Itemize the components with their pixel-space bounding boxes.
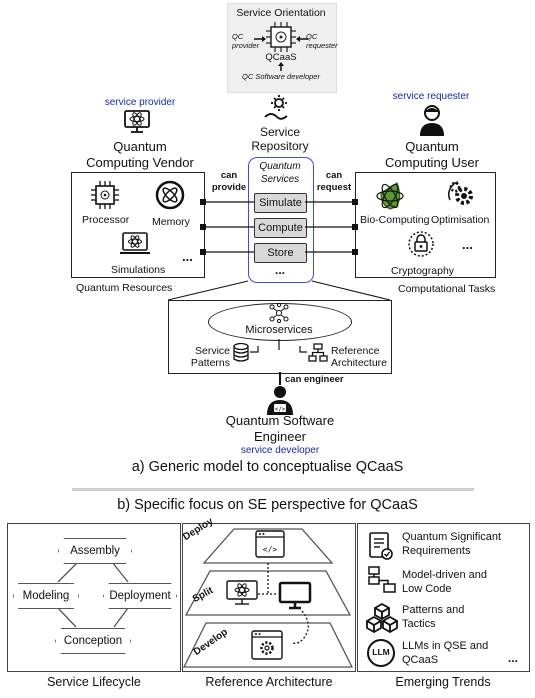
computational-tasks-box bbox=[355, 172, 496, 278]
trend-llm-line1: LLMs in QSE and bbox=[402, 640, 489, 652]
microservices-network-icon bbox=[269, 302, 289, 324]
service-patterns-line1: Service bbox=[194, 345, 230, 357]
split-classical-computer-icon bbox=[278, 581, 312, 610]
arrow-up-icon bbox=[278, 62, 284, 71]
computer-atom-icon bbox=[124, 110, 150, 133]
user-more: ... bbox=[462, 237, 473, 252]
section-divider bbox=[72, 488, 474, 491]
processor-icon bbox=[91, 181, 119, 209]
service-developer-tag: service developer bbox=[240, 445, 320, 456]
optimisation-gears-icon bbox=[448, 181, 473, 205]
engineer-title-line1: Quantum Software bbox=[225, 413, 335, 428]
emerging-trends-caption: Emerging Trends bbox=[395, 675, 491, 689]
can-request-line1: can bbox=[325, 170, 343, 181]
can-request-line2: request bbox=[316, 182, 352, 193]
quantum-resources-caption: Quantum Resources bbox=[76, 282, 173, 294]
develop-window-gear-icon bbox=[251, 630, 283, 660]
trends-more: ... bbox=[508, 651, 519, 665]
user-title-line1: Quantum bbox=[405, 139, 459, 154]
compute-button[interactable]: Compute bbox=[254, 218, 307, 238]
split-dotted-links bbox=[258, 563, 309, 644]
trend-mdd-line2: Low Code bbox=[402, 583, 452, 595]
service-provider-tag: service provider bbox=[104, 97, 176, 108]
repository-label-line1: Service bbox=[259, 125, 300, 139]
vendor-title-line2: Computing Vendor bbox=[86, 155, 194, 170]
can-provide-line2: provide bbox=[211, 182, 247, 193]
service-orientation-box bbox=[227, 3, 337, 93]
qc-software-developer-label: QC Software developer bbox=[242, 72, 320, 81]
deployment-node: Deployment bbox=[103, 583, 177, 609]
cryptography-label: Cryptography bbox=[391, 265, 455, 277]
service-connectors bbox=[167, 199, 391, 301]
requirements-document-icon bbox=[369, 532, 393, 560]
engineer-title-line2: Engineer bbox=[253, 429, 307, 444]
user-person-icon bbox=[420, 105, 444, 136]
store-button[interactable]: Store bbox=[254, 243, 307, 263]
optimisation-label: Optimisation bbox=[431, 214, 490, 226]
simulations-icon bbox=[120, 232, 150, 254]
reference-architecture-icon bbox=[308, 343, 328, 362]
service-requester-tag: service requester bbox=[392, 91, 470, 102]
can-engineer-line bbox=[279, 372, 281, 385]
caption-a: a) Generic model to conceptualise QCaaS bbox=[131, 459, 404, 475]
trend-mdd-line1: Model-driven and bbox=[402, 569, 487, 581]
software-engineer-icon: </> bbox=[267, 386, 293, 415]
engineering-links bbox=[250, 339, 307, 353]
reference-architecture-caption: Reference Architecture bbox=[205, 675, 333, 689]
arrow-right-icon bbox=[254, 36, 266, 42]
computational-tasks-caption: Computational Tasks bbox=[398, 283, 496, 295]
trend-qsr-line1: Quantum Significant bbox=[402, 531, 502, 543]
processor-label: Processor bbox=[82, 214, 130, 226]
can-engineer-label: can engineer bbox=[285, 374, 344, 385]
qcaas-chip-label: QCaaS bbox=[265, 52, 297, 63]
deploy-window-code-icon: </> bbox=[255, 530, 285, 558]
reference-architecture-line2: Architecture bbox=[331, 357, 388, 369]
bio-computing-icon bbox=[376, 182, 404, 210]
qc-provider-label: QC provider bbox=[232, 32, 260, 50]
vendor-more: ... bbox=[182, 249, 193, 264]
vendor-title-line1: Quantum bbox=[113, 139, 167, 154]
assembly-node: Assembly bbox=[58, 538, 132, 564]
simulations-label: Simulations bbox=[111, 264, 166, 276]
trend-qsr-line2: Requirements bbox=[402, 545, 471, 557]
trend-llm-line2: QCaaS bbox=[402, 654, 439, 666]
cryptography-lock-icon bbox=[408, 231, 434, 257]
service-patterns-database-icon bbox=[233, 342, 249, 362]
service-lifecycle-caption: Service Lifecycle bbox=[47, 675, 141, 689]
svg-text:</>: </> bbox=[275, 406, 286, 413]
conception-node: Conception bbox=[55, 628, 131, 654]
repository-icon bbox=[264, 95, 288, 120]
service-patterns-line2: Patterns bbox=[190, 357, 230, 369]
memory-label: Memory bbox=[152, 216, 190, 228]
bio-computing-label: Bio-Computing bbox=[360, 214, 430, 226]
repository-label-line2: Repository bbox=[251, 139, 309, 153]
services-title-line1: Quantum bbox=[259, 161, 301, 172]
model-driven-diagram-icon bbox=[368, 566, 396, 593]
qcaas-chip-icon bbox=[266, 22, 296, 52]
trend-patterns-line1: Patterns and bbox=[402, 604, 465, 616]
caption-b: b) Specific focus on SE perspective for … bbox=[117, 497, 418, 513]
memory-icon bbox=[155, 180, 185, 210]
can-provide-line1: can bbox=[220, 170, 238, 181]
qc-requester-label: QC requester bbox=[306, 32, 338, 50]
llm-badge-label: LLM bbox=[372, 647, 390, 657]
split-quantum-computer-icon bbox=[226, 580, 258, 605]
trend-patterns-line2: Tactics bbox=[402, 618, 436, 630]
services-more: ... bbox=[274, 263, 285, 277]
reference-architecture-line1: Reference bbox=[331, 345, 380, 357]
service-orientation-title: Service Orientation bbox=[236, 7, 326, 19]
modeling-node: Modeling bbox=[13, 583, 79, 609]
llm-badge-icon bbox=[367, 639, 395, 667]
microservices-label: Microservices bbox=[245, 324, 313, 336]
svg-text:</>: </> bbox=[263, 545, 278, 554]
arrow-left-icon bbox=[296, 36, 308, 42]
simulate-button[interactable]: Simulate bbox=[254, 193, 307, 213]
services-title-line2: Services bbox=[260, 174, 300, 185]
patterns-cubes-icon bbox=[366, 603, 398, 633]
user-title-line2: Computing User bbox=[385, 155, 479, 170]
